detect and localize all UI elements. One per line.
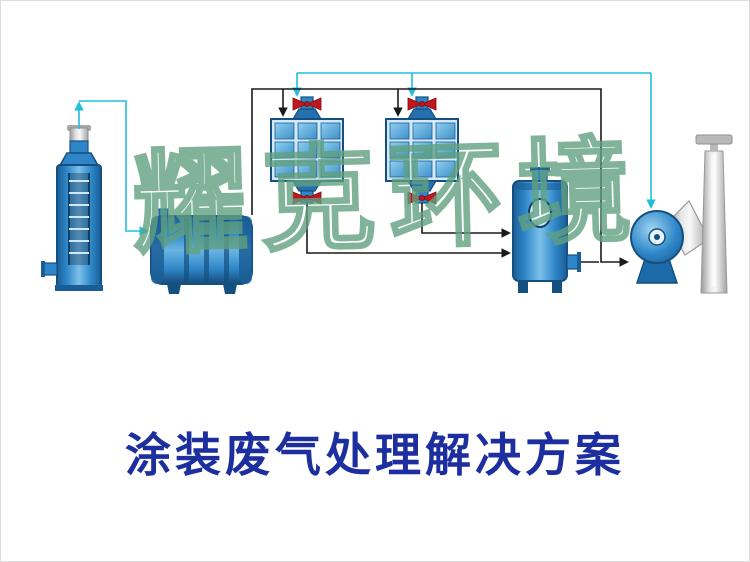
page-title: 涂装废气处理解决方案	[125, 430, 625, 481]
pipe-black-filter2-to-tank	[421, 203, 511, 238]
pipe-black-main	[251, 88, 629, 267]
centrifugal-fan	[630, 210, 684, 284]
pipework	[74, 72, 656, 267]
carbon-filter-2	[385, 96, 459, 205]
horizontal-tank	[150, 208, 253, 294]
chimney	[695, 134, 733, 294]
carbon-filter-1	[270, 96, 344, 205]
pipe-black-filter1-to-tank	[306, 203, 511, 258]
vertical-tank	[512, 167, 581, 293]
pipe-cyan-tower-to-tank	[79, 100, 149, 236]
scrubber-tower	[41, 125, 103, 291]
tower-internal-ladder	[68, 173, 90, 265]
